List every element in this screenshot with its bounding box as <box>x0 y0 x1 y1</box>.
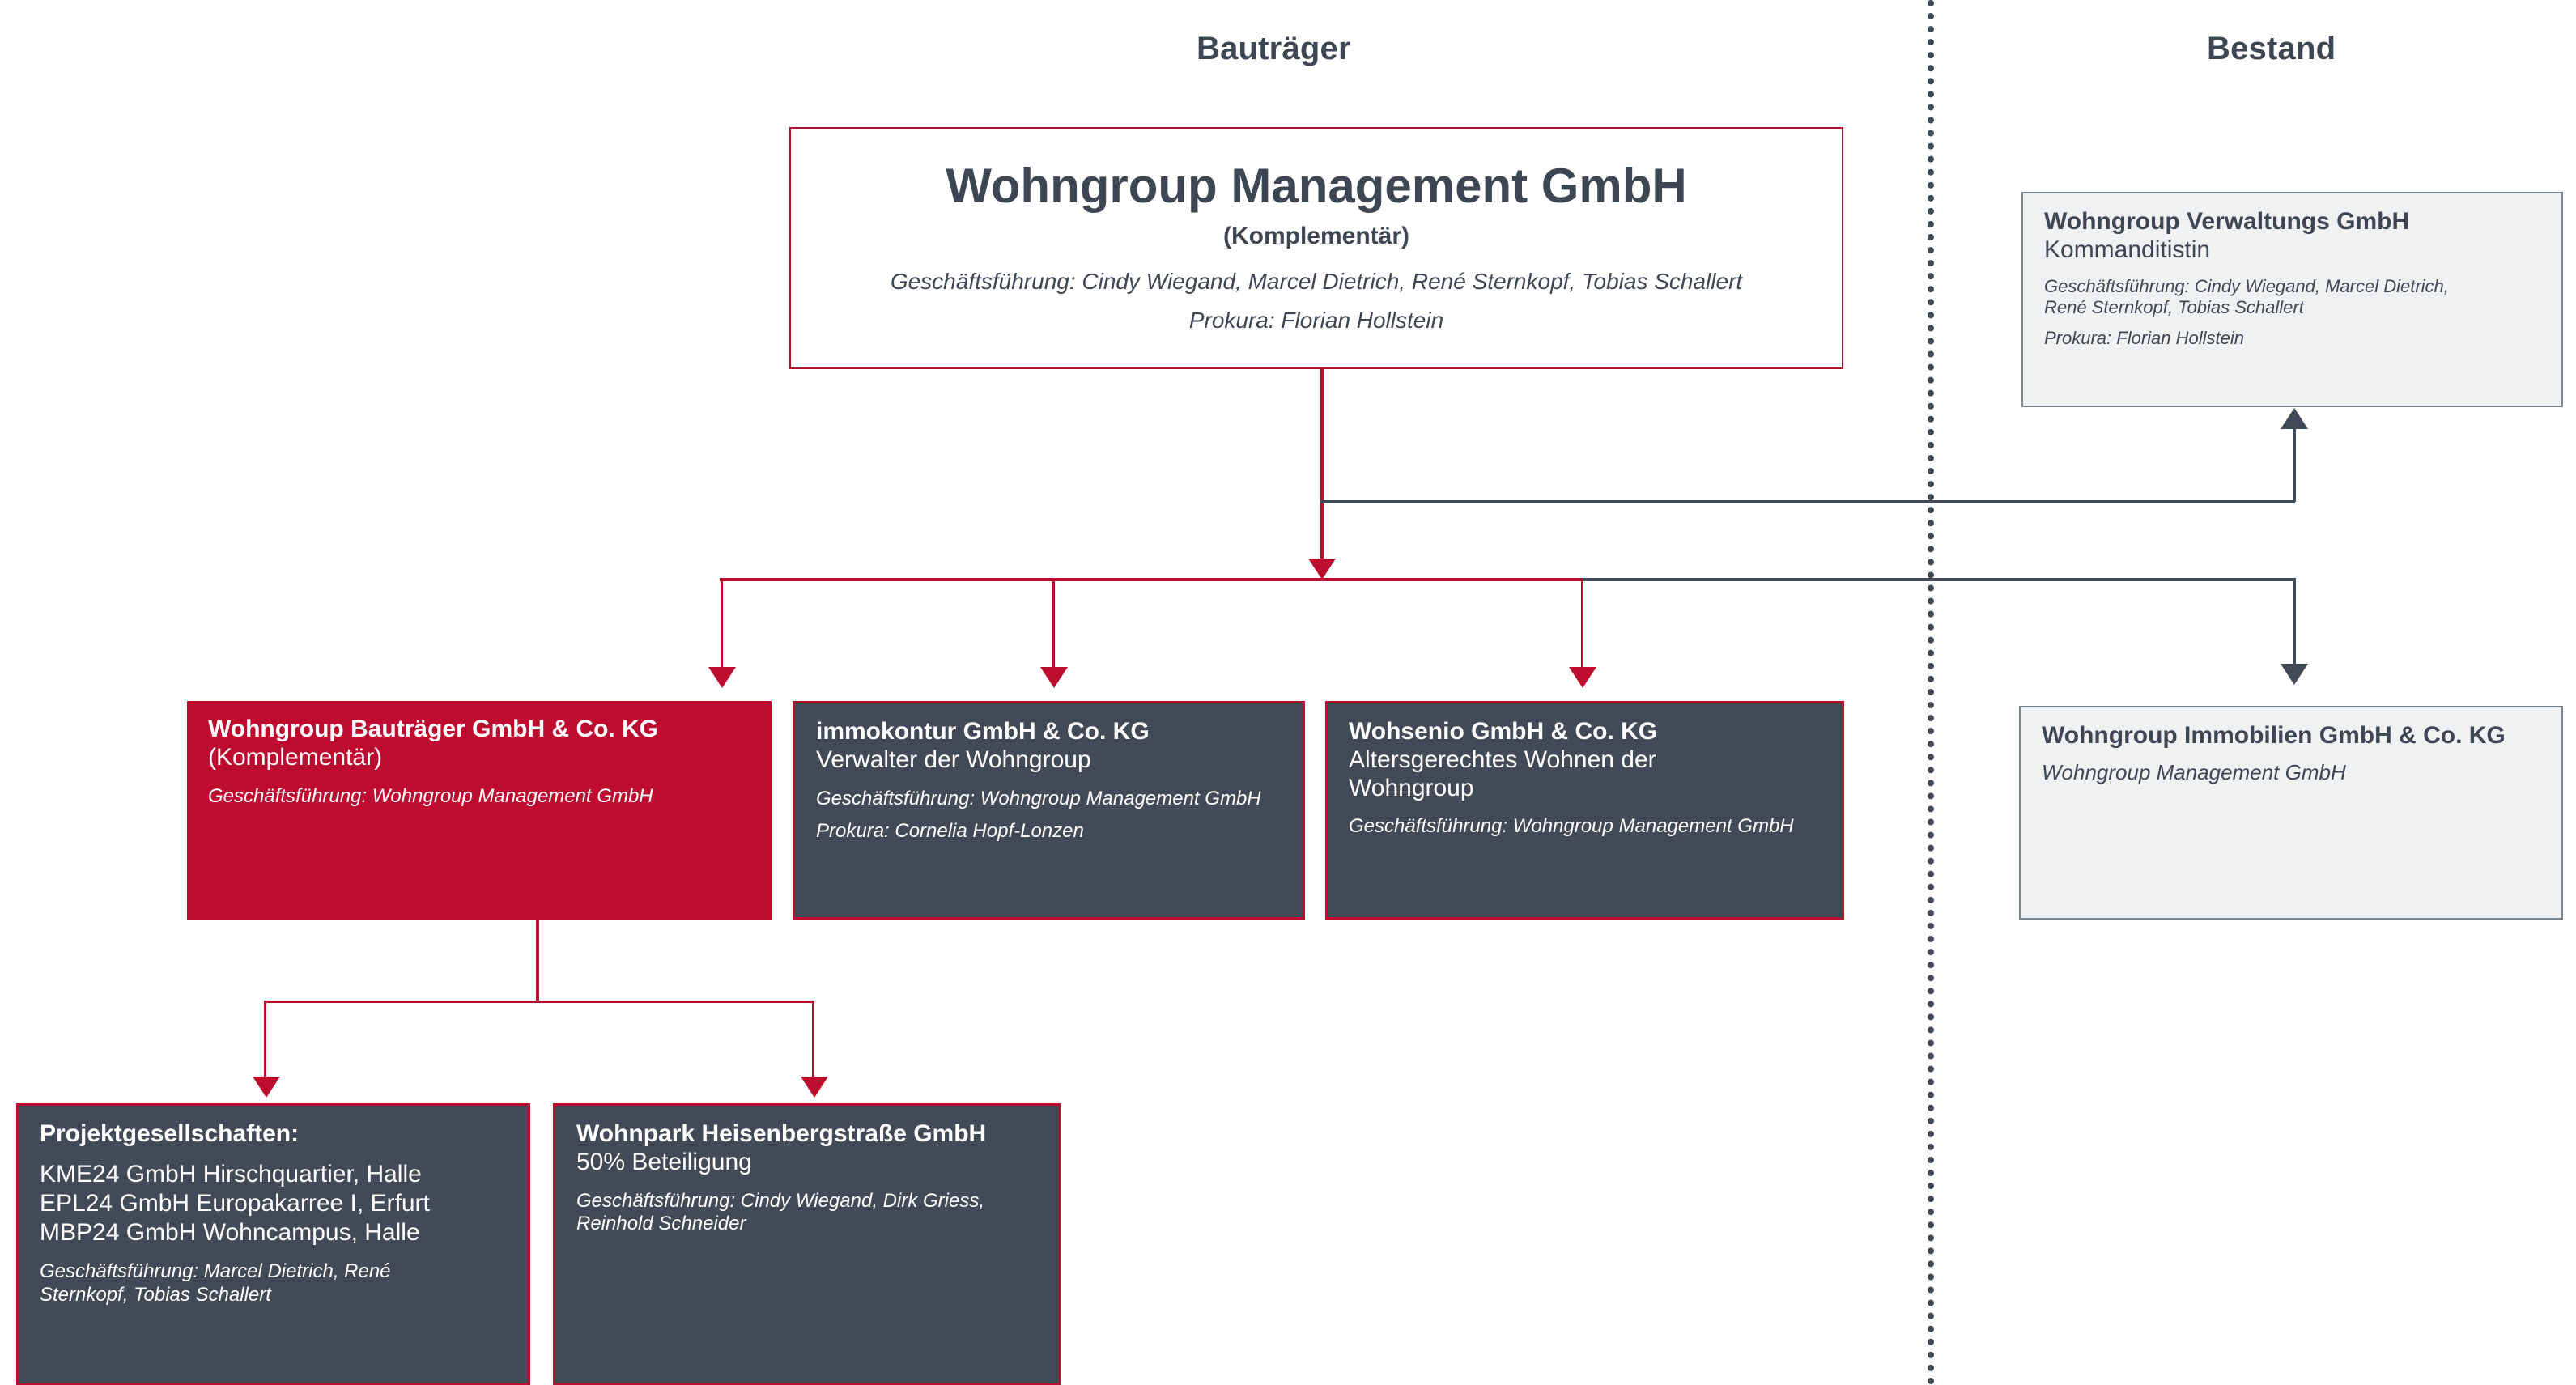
project-item-1: EPL24 GmbH Europakarree I, Erfurt <box>40 1189 430 1217</box>
project-item-2: MBP24 GmbH Wohncampus, Halle <box>40 1218 420 1246</box>
connector-arrow-wohnpark <box>801 1077 828 1098</box>
node-title: Wohnpark Heisenbergstraße GmbH <box>576 1120 987 1147</box>
node-title: Projektgesellschaften: <box>40 1120 300 1147</box>
node-management: Geschäftsführung: Wohngroup Management G… <box>208 784 653 807</box>
connector-immobilien-riser <box>2293 578 2296 673</box>
node-wohngroup-verwaltungs-gmbh[interactable]: Wohngroup Verwaltungs GmbH Kommanditisti… <box>2021 192 2563 407</box>
connector-immobilien-bus <box>1583 578 2296 581</box>
node-management: Geschäftsführung: Wohngroup Management G… <box>816 787 1261 809</box>
node-prokura: Prokura: Florian Hollstein <box>2044 328 2244 349</box>
node-subtitle: 50% Beteiligung <box>576 1148 752 1175</box>
connector-row2-bus <box>720 578 1845 581</box>
node-title: Wohngroup Immobilien GmbH & Co. KG <box>2042 722 2506 749</box>
node-title: Wohngroup Management GmbH <box>946 159 1687 213</box>
node-subtitle: (Komplementär) <box>208 743 383 771</box>
node-subtitle-line2: Wohngroup <box>1349 774 1474 801</box>
connector-row3-bus <box>264 1001 814 1003</box>
node-management-line2: Reinhold Schneider <box>576 1213 746 1235</box>
connector-drop-immokontur <box>1052 578 1055 678</box>
connector-root-arrow <box>1308 559 1336 580</box>
connector-arrow-bautraeger-kg <box>708 667 736 688</box>
node-wohngroup-bautraeger-gmbh-co-kg[interactable]: Wohngroup Bauträger GmbH & Co. KG (Kompl… <box>187 701 772 920</box>
node-title: Wohngroup Bauträger GmbH & Co. KG <box>208 716 659 742</box>
node-prokura: Prokura: Florian Hollstein <box>1188 307 1444 333</box>
connector-verwaltungs-bus <box>1320 500 2295 503</box>
project-item-0: KME24 GmbH Hirschquartier, Halle <box>40 1160 422 1187</box>
node-subtitle: (Komplementär) <box>1222 222 1410 249</box>
node-wohngroup-management-gmbh[interactable]: Wohngroup Management GmbH (Komplementär)… <box>789 127 1843 369</box>
connector-immobilien-arrow <box>2281 664 2308 685</box>
node-management: Geschäftsführung: Wohngroup Management G… <box>1349 815 1794 838</box>
connector-drop-wohnpark <box>812 1001 814 1090</box>
node-subtitle: Verwalter der Wohngroup <box>816 746 1091 773</box>
column-header-bautraeger: Bauträger <box>1197 31 1351 66</box>
node-immokontur-gmbh-co-kg[interactable]: immokontur GmbH & Co. KG Verwalter der W… <box>793 701 1305 920</box>
column-divider <box>1928 0 1934 1385</box>
node-title: Wohsenio GmbH & Co. KG <box>1349 718 1658 745</box>
connector-arrow-wohsenio <box>1569 667 1596 688</box>
column-header-bestand: Bestand <box>2207 31 2336 66</box>
node-management: Geschäftsführung: Cindy Wiegand, Marcel … <box>890 269 1743 295</box>
connector-drop-projektgesellschaften <box>264 1001 266 1090</box>
node-prokura: Prokura: Cornelia Hopf-Lonzen <box>816 820 1084 843</box>
connector-arrow-immokontur <box>1040 667 1068 688</box>
node-wohngroup-immobilien-gmbh-co-kg[interactable]: Wohngroup Immobilien GmbH & Co. KG Wohng… <box>2019 706 2563 920</box>
node-subtitle: Kommanditistin <box>2044 236 2211 263</box>
node-title: immokontur GmbH & Co. KG <box>816 718 1150 745</box>
node-management-line1: Geschäftsführung: Marcel Dietrich, René <box>40 1260 391 1282</box>
node-management-line1: Geschäftsführung: Cindy Wiegand, Dirk Gr… <box>576 1189 984 1212</box>
node-wohnpark-heisenbergstrasse-gmbh[interactable]: Wohnpark Heisenbergstraße GmbH 50% Betei… <box>553 1103 1061 1385</box>
node-projektgesellschaften[interactable]: Projektgesellschaften: KME24 GmbH Hirsch… <box>16 1103 530 1385</box>
connector-arrow-projektgesellschaften <box>253 1077 280 1098</box>
node-subtitle-line1: Altersgerechtes Wohnen der <box>1349 746 1656 773</box>
node-wohsenio-gmbh-co-kg[interactable]: Wohsenio GmbH & Co. KG Altersgerechtes W… <box>1325 701 1844 920</box>
node-management: Wohngroup Management GmbH <box>2042 759 2346 784</box>
connector-root-stem <box>1320 369 1324 502</box>
connector-drop-wohsenio <box>1581 578 1583 678</box>
node-management-line2: René Sternkopf, Tobias Schallert <box>2044 296 2304 317</box>
connector-bautraegerkg-stem <box>536 920 539 1002</box>
connector-root-stem-lower <box>1320 502 1324 570</box>
node-management-line1: Geschäftsführung: Cindy Wiegand, Marcel … <box>2044 275 2449 296</box>
node-management-line2: Sternkopf, Tobias Schallert <box>40 1283 271 1306</box>
connector-verwaltungs-arrow <box>2281 408 2308 429</box>
connector-verwaltungs-riser <box>2293 429 2296 502</box>
connector-drop-bautraeger-kg <box>721 578 723 678</box>
node-title: Wohngroup Verwaltungs GmbH <box>2044 208 2410 235</box>
